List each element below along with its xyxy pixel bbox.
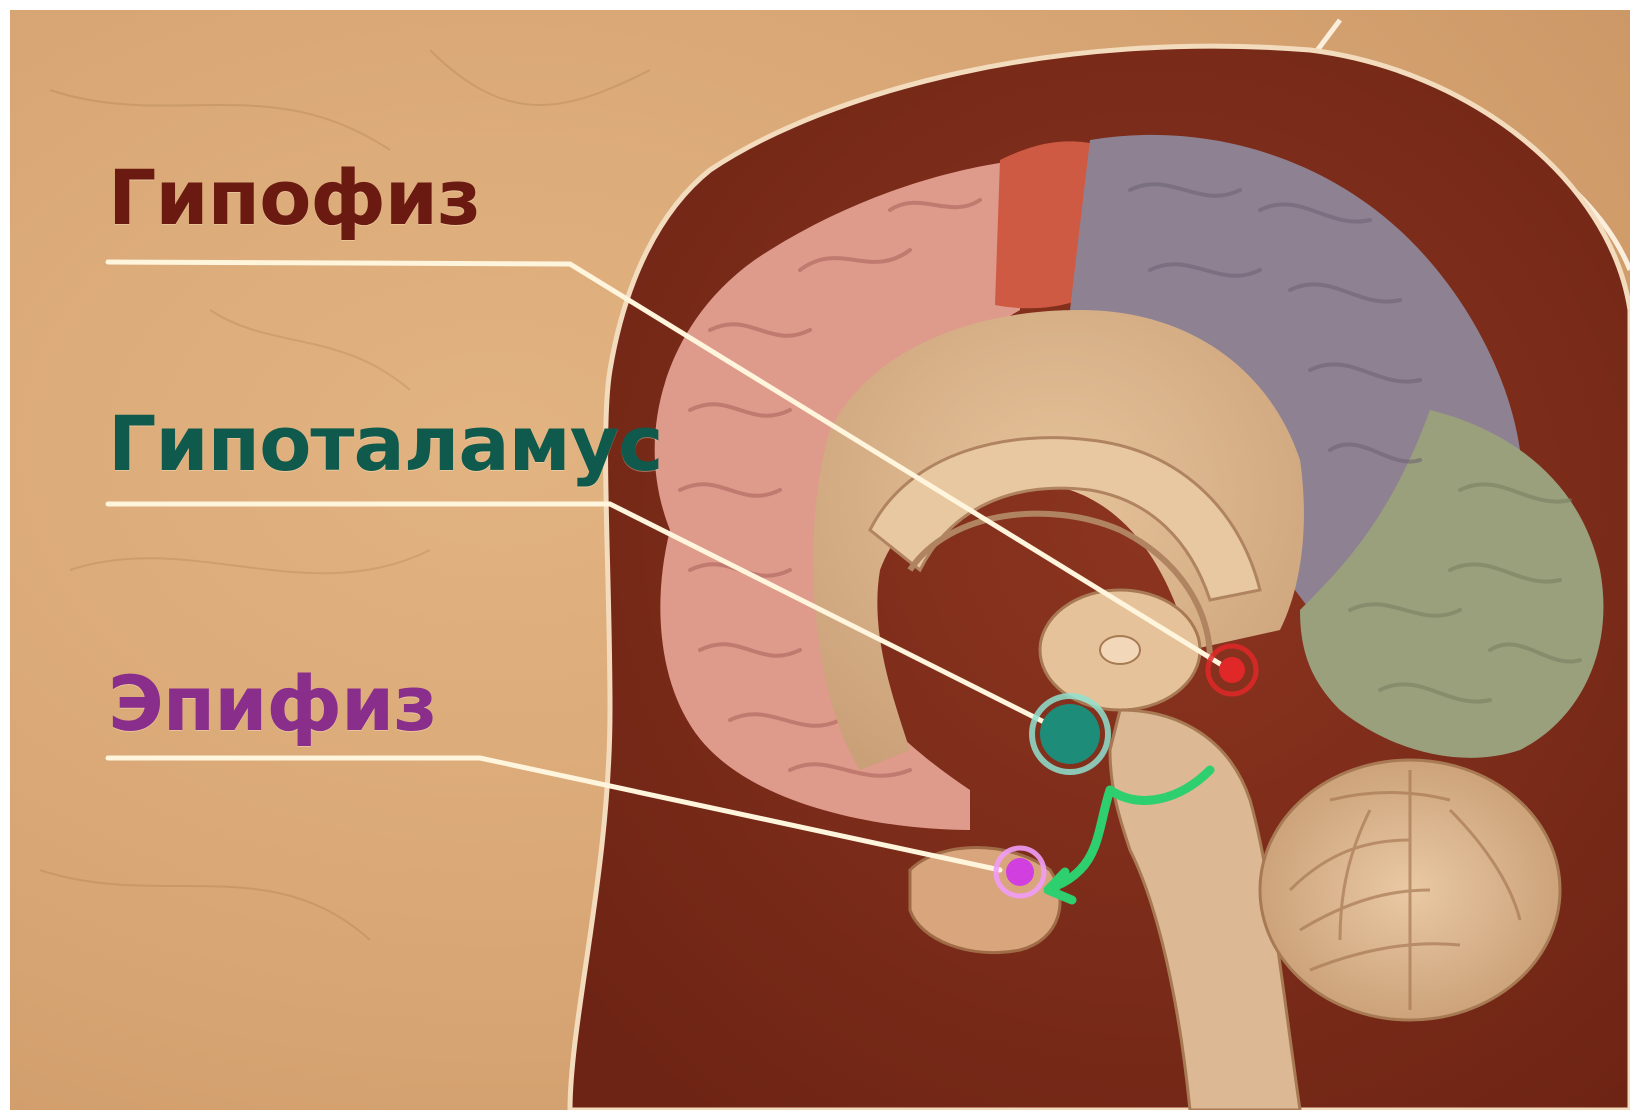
marker-pituitary <box>1219 657 1245 683</box>
marker-pineal <box>1006 858 1034 886</box>
label-pituitary: Гипофиз <box>108 160 480 236</box>
hypophysis-area <box>910 848 1060 953</box>
thalamus-center <box>1100 636 1140 664</box>
marker-hypothalamus <box>1040 704 1100 764</box>
label-hypothalamus: Гипоталамус <box>108 406 662 482</box>
diagram-frame: Гипофиз Гипоталамус Эпифиз <box>10 10 1630 1110</box>
label-pineal: Эпифиз <box>108 666 436 742</box>
